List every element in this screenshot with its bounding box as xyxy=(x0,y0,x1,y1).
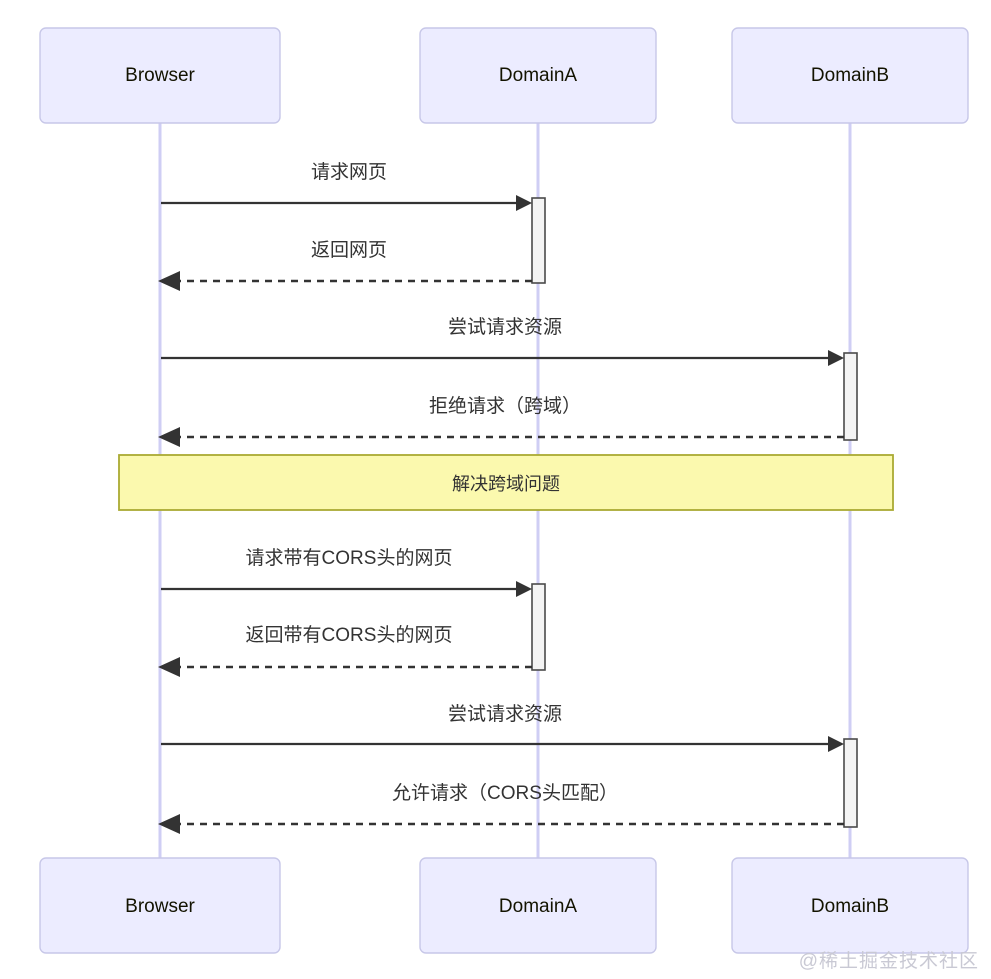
message-8-label: 允许请求（CORS头匹配） xyxy=(392,782,618,804)
message-6-arrowhead xyxy=(158,657,180,677)
actor-rect-browser-bottom xyxy=(39,857,281,954)
message-7-label: 尝试请求资源 xyxy=(448,703,562,725)
watermark: @稀土掘金技术社区 xyxy=(798,951,979,972)
message-2-arrowhead xyxy=(158,271,180,291)
actor-box-browser-bottom[interactable]: Browser xyxy=(39,857,281,954)
actor-label-domainA-bottom: DomainA xyxy=(499,896,577,917)
note-box[interactable]: 解决跨域问题 xyxy=(118,454,894,511)
actor-box-browser-top[interactable]: Browser xyxy=(39,27,281,124)
actor-box-domainB-top[interactable]: DomainB xyxy=(731,27,969,124)
activation-bar-domainB-1 xyxy=(843,352,858,441)
message-8[interactable]: 允许请求（CORS头匹配） xyxy=(158,782,844,834)
actor-label-domainB-bottom: DomainB xyxy=(811,896,889,917)
actor-rect-domainB-bottom xyxy=(731,857,969,954)
message-7[interactable]: 尝试请求资源 xyxy=(161,703,844,752)
message-5-label: 请求带有CORS头的网页 xyxy=(246,547,453,569)
actor-box-domainA-top[interactable]: DomainA xyxy=(419,27,657,124)
actor-label-domainA-top: DomainA xyxy=(499,65,577,86)
message-2-label: 返回网页 xyxy=(311,239,387,261)
actor-label-browser-bottom: Browser xyxy=(125,896,195,917)
activation-bar-domainA-1 xyxy=(531,197,546,284)
message-6[interactable]: 返回带有CORS头的网页 xyxy=(158,624,532,677)
message-5[interactable]: 请求带有CORS头的网页 xyxy=(161,547,532,597)
actor-box-domainA-bottom[interactable]: DomainA xyxy=(419,857,657,954)
message-5-arrowhead xyxy=(516,581,532,597)
activation-bar-domainA-2 xyxy=(531,583,546,671)
message-3[interactable]: 尝试请求资源 xyxy=(161,316,844,366)
message-1[interactable]: 请求网页 xyxy=(161,161,532,211)
actor-label-browser-top: Browser xyxy=(125,65,195,86)
actor-rect-domainB-top xyxy=(731,27,969,124)
message-4-label: 拒绝请求（跨域） xyxy=(429,395,581,417)
actor-rect-domainA-bottom xyxy=(419,857,657,954)
actor-rect-browser-top xyxy=(39,27,281,124)
note-rect xyxy=(118,454,894,511)
note-label: 解决跨域问题 xyxy=(452,474,560,494)
message-8-arrowhead xyxy=(158,814,180,834)
message-2[interactable]: 返回网页 xyxy=(158,239,532,291)
actor-rect-domainA-top xyxy=(419,27,657,124)
message-1-label: 请求网页 xyxy=(311,161,387,183)
actor-box-domainB-bottom[interactable]: DomainB xyxy=(731,857,969,954)
message-4-arrowhead xyxy=(158,427,180,447)
message-1-arrowhead xyxy=(516,195,532,211)
message-6-label: 返回带有CORS头的网页 xyxy=(246,624,453,646)
activation-bars-group xyxy=(531,197,858,828)
message-3-label: 尝试请求资源 xyxy=(448,316,562,338)
message-3-arrowhead xyxy=(828,350,844,366)
message-4[interactable]: 拒绝请求（跨域） xyxy=(158,395,844,447)
message-7-arrowhead xyxy=(828,736,844,752)
actor-boxes-bottom: Browser DomainA DomainB xyxy=(39,857,969,954)
activation-bar-domainB-2 xyxy=(843,738,858,828)
actor-boxes-top: Browser DomainA DomainB xyxy=(39,27,969,124)
actor-label-domainB-top: DomainB xyxy=(811,65,889,86)
